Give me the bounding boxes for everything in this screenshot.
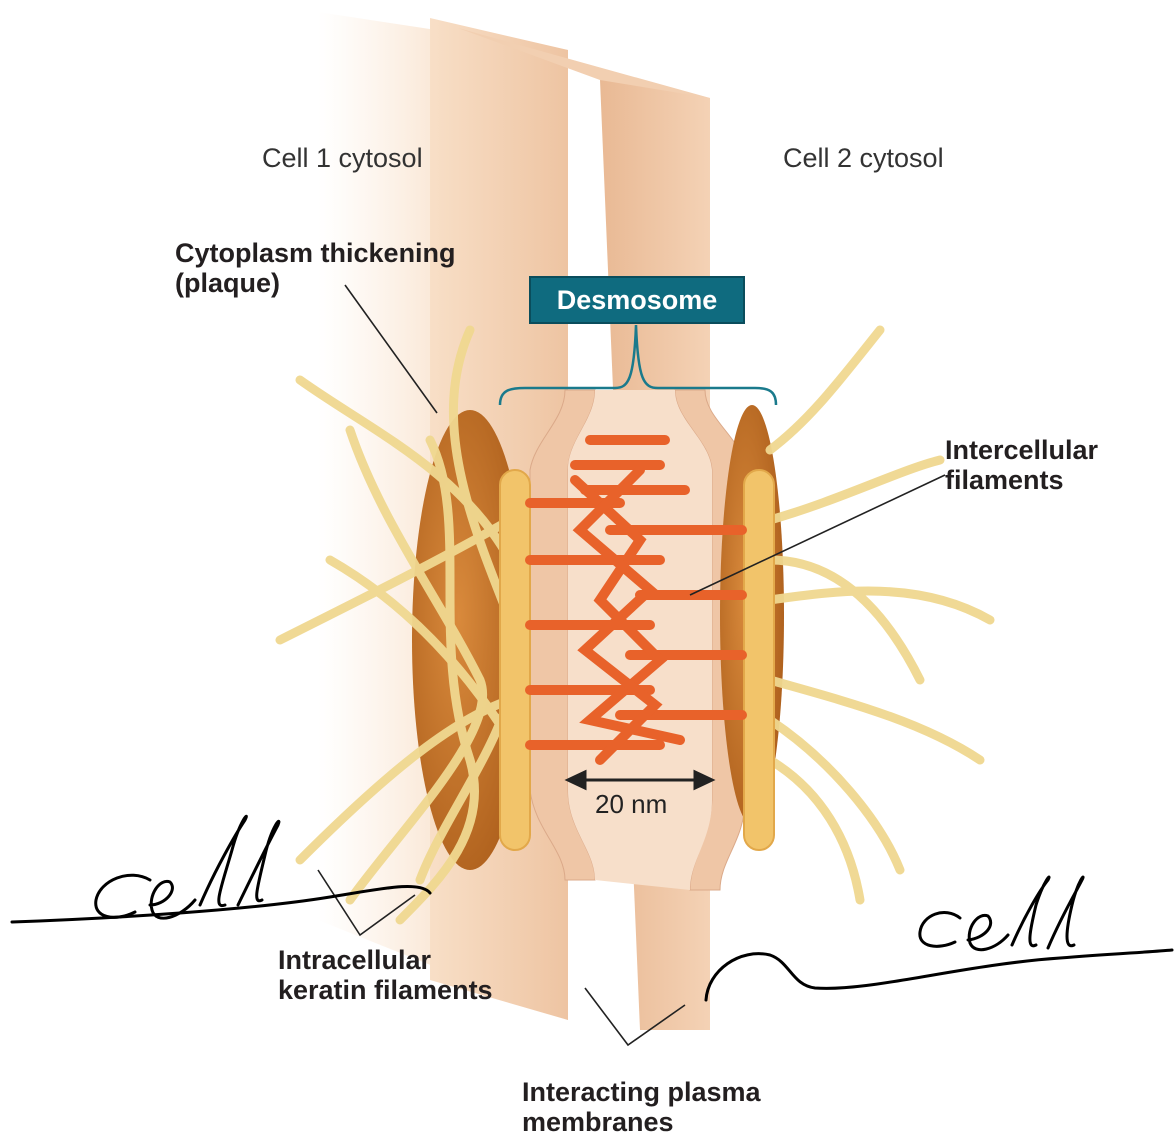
keratin-filaments-label: Intracellular keratin filaments [278,945,493,1005]
desmosome-label: Desmosome [529,276,745,324]
plaque-label-line2: (plaque) [175,268,456,298]
intercellular-filaments-label: Intercellular filaments [945,435,1098,495]
plaque-label-line1: Cytoplasm thickening [175,238,456,268]
plasma-membranes-label: Interacting plasma membranes [522,1077,761,1137]
left-plaque-bar [500,470,530,850]
membranes-label-line1: Interacting plasma [522,1077,761,1107]
intercellular-label-line2: filaments [945,465,1098,495]
cell2-cytosol-label: Cell 2 cytosol [783,143,944,173]
keratin-label-line1: Intracellular [278,945,493,975]
intercellular-label-line1: Intercellular [945,435,1098,465]
membranes-label-line2: membranes [522,1107,761,1137]
right-plaque-bar [744,470,774,850]
handwriting-ink [12,886,1172,1000]
gap-width-label: 20 nm [595,790,667,819]
plaque-label: Cytoplasm thickening (plaque) [175,238,456,298]
keratin-filaments-right [770,330,990,900]
cell1-cytosol-label: Cell 1 cytosol [262,143,423,173]
keratin-label-line2: keratin filaments [278,975,493,1005]
